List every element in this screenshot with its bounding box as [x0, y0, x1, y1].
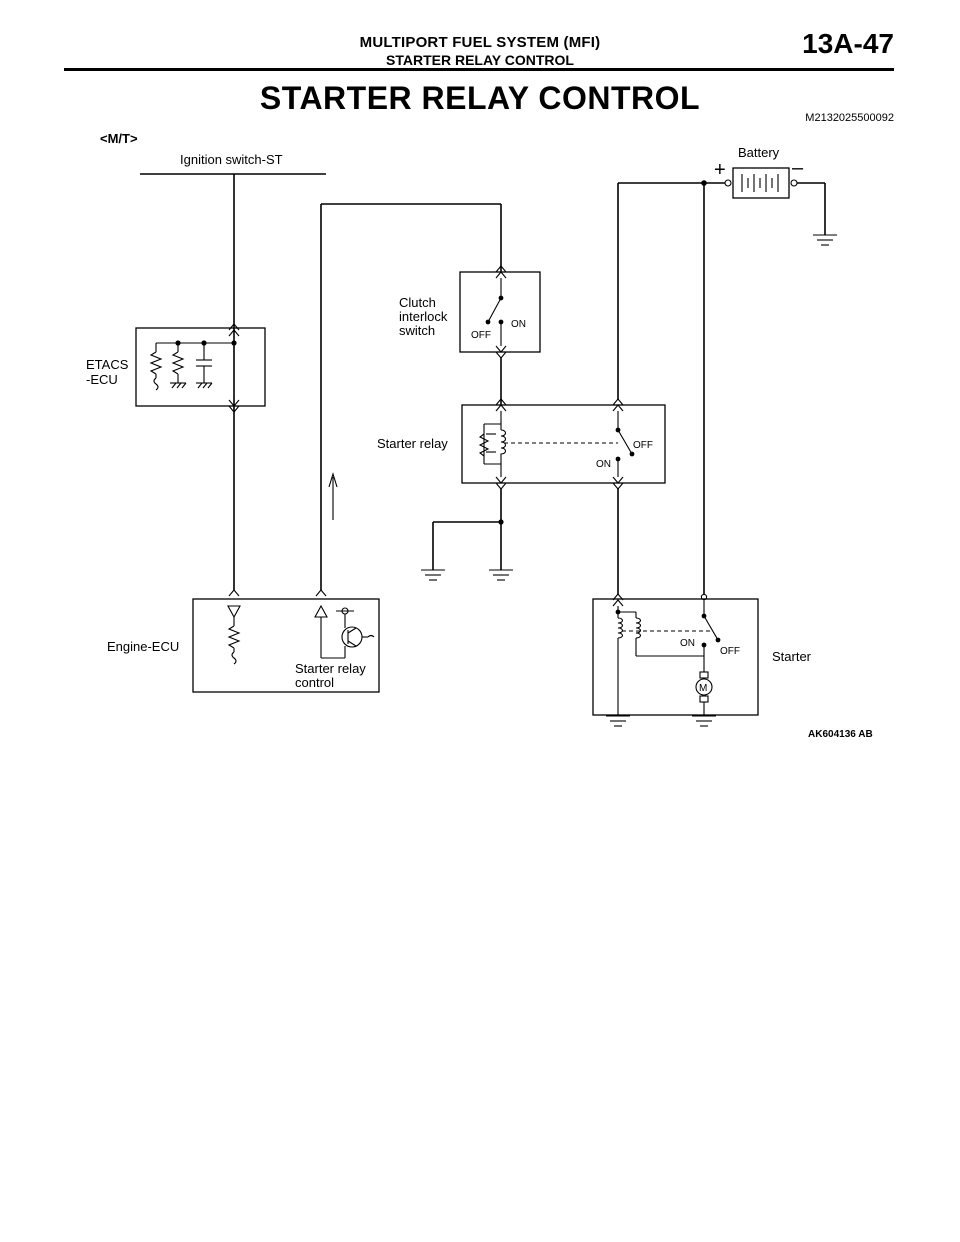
starter-label: Starter: [772, 649, 812, 664]
relay-grounds: [421, 489, 513, 581]
page-number: 13A-47: [802, 28, 894, 59]
section-title: MULTIPORT FUEL SYSTEM (MFI): [359, 34, 601, 51]
clutch-interlock-switch: Clutch interlock switch ON OFF: [399, 265, 541, 359]
relay-control-line: [320, 203, 502, 590]
battery-plus: +: [714, 159, 726, 181]
relay-off-label: OFF: [633, 440, 653, 451]
clutch-on-label: ON: [511, 319, 526, 330]
wiring-diagram: <M/T> Ignition switch-ST ETACS -ECU: [86, 131, 873, 740]
ignition-switch: Ignition switch-ST: [140, 152, 326, 590]
relay-on-label: ON: [596, 459, 611, 470]
figure-id: AK604136 AB: [808, 729, 873, 740]
page-title: STARTER RELAY CONTROL: [259, 80, 701, 116]
starter-relay-label: Starter relay: [377, 436, 448, 451]
starter: Starter ON OFF M: [592, 593, 812, 727]
clutch-switch-label-3: switch: [399, 323, 435, 338]
engine-ecu-label: Engine-ECU: [107, 639, 179, 654]
starter-relay: Starter relay OFF ON: [377, 398, 666, 490]
engine-ecu: Engine-ECU Starter relay control: [107, 589, 380, 693]
starter-off-label: OFF: [720, 646, 740, 657]
clutch-off-label: OFF: [471, 330, 491, 341]
starter-on-label: ON: [680, 638, 695, 649]
clutch-switch-label-1: Clutch: [399, 295, 436, 310]
document-id: M2132025500092: [805, 112, 894, 124]
clutch-switch-label-2: interlock: [399, 309, 448, 324]
battery-minus: –: [792, 157, 804, 179]
motor-label: M: [699, 683, 707, 694]
relay-control-label-1: Starter relay: [295, 661, 366, 676]
battery: Battery + –: [617, 145, 837, 594]
battery-label: Battery: [738, 145, 780, 160]
subsection-title: STARTER RELAY CONTROL: [386, 52, 574, 68]
variant-label: <M/T>: [100, 131, 138, 146]
header-rule: [64, 68, 894, 71]
relay-control-label-2: control: [295, 675, 334, 690]
etacs-ecu: ETACS -ECU: [86, 323, 266, 413]
ignition-switch-label: Ignition switch-ST: [180, 152, 283, 167]
etacs-ecu-label-1: ETACS: [86, 357, 129, 372]
etacs-ecu-label-2: -ECU: [86, 372, 118, 387]
